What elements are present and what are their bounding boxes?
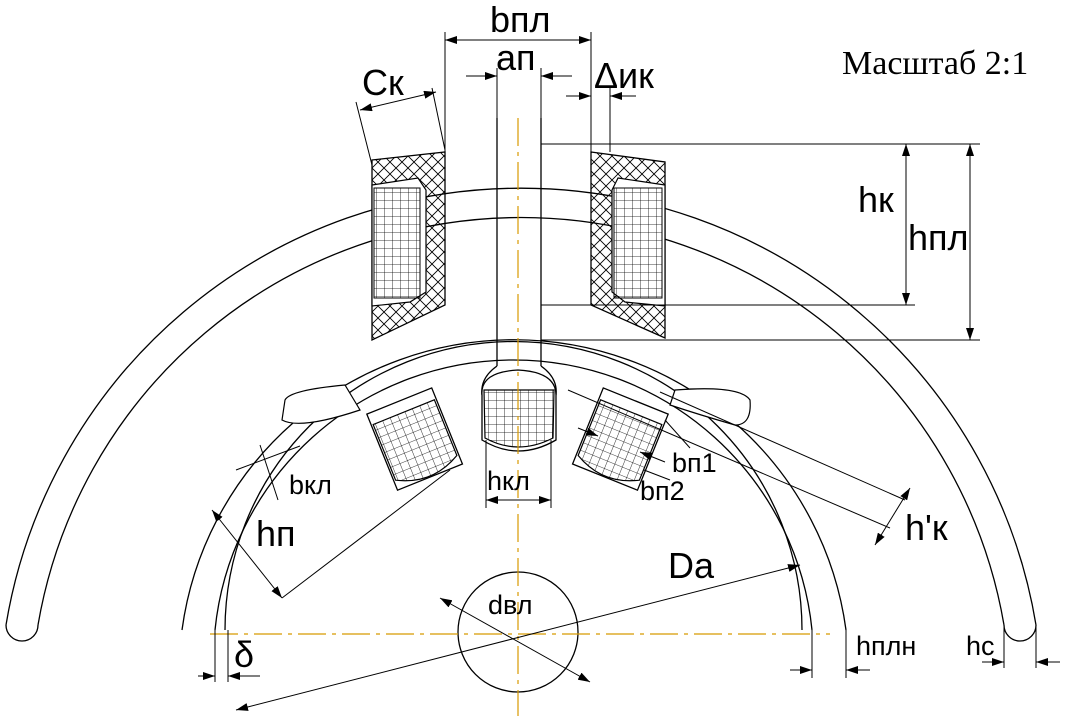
- field-coil-right: [590, 151, 666, 340]
- pole-shoe-arc: [181, 339, 847, 631]
- label-h-p: hп: [256, 513, 296, 554]
- armature-conductor-center: [481, 369, 557, 452]
- label-c-k: Ск: [362, 62, 404, 103]
- label-h-kl: hкл: [487, 466, 530, 496]
- label-h-c: hс: [966, 631, 995, 661]
- label-delta-ik: Δик: [594, 55, 654, 96]
- label-h-pl: hпл: [908, 217, 969, 258]
- label-b-kl: bкл: [289, 470, 332, 500]
- label-b-p2: bп2: [640, 476, 685, 506]
- scale-label: Масштаб 2:1: [842, 45, 1028, 82]
- label-b-pl: bпл: [490, 0, 551, 40]
- label-d-a: Da: [668, 545, 715, 586]
- label-d-vl: dвл: [488, 590, 533, 620]
- label-h-k-prime: h'к: [905, 507, 948, 548]
- dimension-lines: [198, 32, 1060, 711]
- label-b-p1: bп1: [672, 448, 717, 478]
- armature-conductor-left: [365, 387, 464, 492]
- field-coil-left: [371, 151, 446, 342]
- stator-yoke: [5, 187, 1037, 642]
- rotor-slot-wedges: [281, 384, 751, 426]
- label-delta: δ: [234, 634, 254, 675]
- main-pole: [481, 118, 557, 396]
- label-a-p: aп: [496, 37, 536, 78]
- armature-conductor-right: [571, 387, 670, 492]
- label-h-k: hк: [858, 179, 894, 220]
- label-h-pln: hплн: [856, 631, 916, 661]
